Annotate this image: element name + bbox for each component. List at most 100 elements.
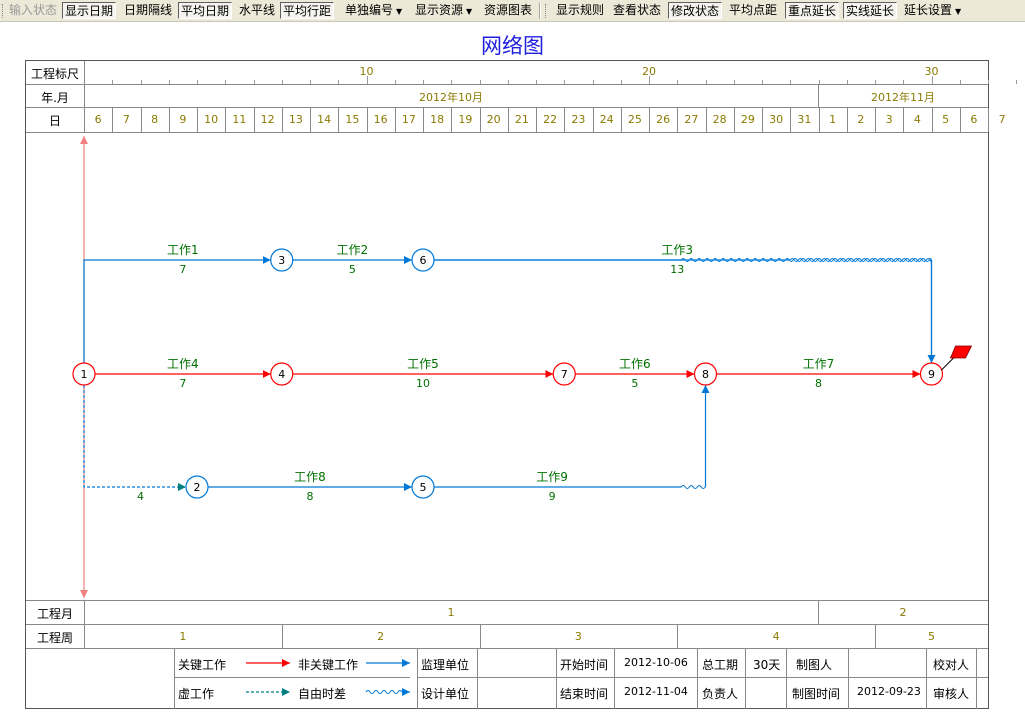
day-cell: 26 bbox=[656, 113, 671, 126]
scale-tick bbox=[281, 80, 283, 84]
node-label: 2 bbox=[194, 481, 201, 494]
scale-tick bbox=[168, 80, 170, 84]
end-time-label: 结束时间 bbox=[560, 687, 609, 701]
scale-tick bbox=[762, 80, 763, 84]
day-cell: 3 bbox=[885, 113, 893, 126]
day-divider bbox=[931, 108, 933, 132]
input-state-button[interactable]: 输入状态 bbox=[9, 3, 58, 17]
day-cell: 19 bbox=[458, 113, 473, 126]
project-month-divider bbox=[818, 600, 819, 624]
scale-tick bbox=[197, 80, 198, 84]
day-divider bbox=[197, 108, 198, 132]
scale-tick bbox=[649, 76, 650, 84]
toolbar-separator bbox=[539, 3, 541, 19]
project-week-cell: 2 bbox=[377, 630, 385, 643]
draw-time-label: 制图时间 bbox=[792, 687, 841, 701]
activity-duration-label: 10 bbox=[416, 377, 430, 390]
design-label: 设计单位 bbox=[421, 687, 470, 701]
scale-tick bbox=[818, 80, 820, 84]
reviewer-label: 审核人 bbox=[933, 687, 970, 701]
view-status-button[interactable]: 查看状态 bbox=[613, 3, 662, 17]
info-divider bbox=[417, 677, 988, 678]
activity-duration-label: 13 bbox=[670, 263, 684, 276]
scale-tick-label: 10 bbox=[359, 65, 374, 78]
average-date-button[interactable]: 平均日期 bbox=[178, 2, 233, 19]
average-row-spacing-button[interactable]: 平均行距 bbox=[280, 2, 335, 19]
legend-free-float-label: 自由时差 bbox=[298, 687, 347, 701]
end-time-value: 2012-11-04 bbox=[624, 685, 688, 698]
extend-settings-label: 延长设置 bbox=[904, 3, 953, 17]
node-label: 9 bbox=[928, 368, 935, 381]
legend-dummy-label: 虚工作 bbox=[178, 687, 215, 701]
horizontal-line-button[interactable]: 水平线 bbox=[239, 3, 276, 17]
key-point-extend-button[interactable]: 重点延长 bbox=[785, 2, 840, 19]
scale-tick bbox=[507, 80, 509, 84]
show-date-button[interactable]: 显示日期 bbox=[62, 2, 117, 19]
activity-duration-label: 5 bbox=[349, 263, 356, 276]
day-cell: 29 bbox=[740, 113, 755, 126]
toolbar: 输入状态 显示日期 日期隔线 平均日期 水平线 平均行距 单独编号▼ 显示资源▼… bbox=[0, 0, 1025, 22]
day-divider bbox=[705, 108, 707, 132]
day-divider bbox=[762, 108, 763, 132]
project-week-divider bbox=[875, 624, 876, 648]
scale-tick bbox=[310, 80, 311, 84]
toolbar-grip[interactable] bbox=[2, 4, 6, 18]
header-divider bbox=[26, 132, 988, 133]
node-circle bbox=[185, 475, 209, 499]
dummy-duration-label: 4 bbox=[137, 490, 144, 503]
node-circle bbox=[270, 248, 294, 272]
project-month-cell: 1 bbox=[447, 606, 455, 619]
legend-divider bbox=[174, 677, 410, 678]
resource-chart-button[interactable]: 资源图表 bbox=[484, 3, 533, 17]
day-divider bbox=[959, 108, 961, 132]
scale-tick bbox=[903, 80, 905, 84]
scale-tick bbox=[536, 80, 537, 84]
average-point-spacing-button[interactable]: 平均点距 bbox=[729, 3, 778, 17]
toolbar-grip[interactable] bbox=[545, 4, 549, 18]
day-divider bbox=[564, 108, 566, 132]
scale-tick bbox=[959, 80, 961, 84]
month-cell: 2012年10月 bbox=[419, 91, 483, 104]
modify-status-button[interactable]: 修改状态 bbox=[668, 2, 723, 19]
legend-free-float-sample bbox=[365, 690, 403, 694]
project-week-cell: 4 bbox=[772, 630, 780, 643]
chevron-down-icon: ▼ bbox=[955, 7, 962, 16]
day-divider bbox=[733, 108, 735, 132]
day-cell: 12 bbox=[260, 113, 275, 126]
activity-name-label: 工作3 bbox=[661, 243, 693, 257]
node-circle bbox=[411, 475, 435, 499]
single-numbering-dropdown[interactable]: 单独编号▼ bbox=[343, 2, 404, 19]
info-divider bbox=[417, 649, 418, 709]
free-float-wave bbox=[789, 258, 932, 262]
day-divider bbox=[479, 108, 481, 132]
node-label: 8 bbox=[702, 368, 709, 381]
node-circle bbox=[552, 362, 576, 386]
scale-tick bbox=[140, 80, 142, 84]
day-divider bbox=[168, 108, 170, 132]
legend-divider bbox=[174, 649, 175, 709]
scale-tick bbox=[394, 80, 396, 84]
day-cell: 10 bbox=[204, 113, 219, 126]
day-divider bbox=[140, 108, 142, 132]
single-numbering-label: 单独编号 bbox=[345, 3, 394, 17]
show-resource-dropdown[interactable]: 显示资源▼ bbox=[413, 2, 474, 19]
header-divider bbox=[26, 107, 988, 108]
solid-line-extend-button[interactable]: 实线延长 bbox=[843, 2, 898, 19]
day-divider bbox=[310, 108, 311, 132]
day-cell: 18 bbox=[430, 113, 445, 126]
scale-tick bbox=[592, 80, 594, 84]
node-label: 4 bbox=[278, 368, 285, 381]
day-cell: 28 bbox=[712, 113, 727, 126]
info-divider bbox=[786, 649, 787, 709]
scale-tick bbox=[423, 80, 424, 84]
scale-tick-label: 30 bbox=[924, 65, 939, 78]
date-gridline-button[interactable]: 日期隔线 bbox=[124, 3, 173, 17]
show-rules-button[interactable]: 显示规则 bbox=[556, 3, 605, 17]
scale-tick bbox=[931, 76, 933, 84]
dummy-activity-arrow bbox=[83, 385, 186, 491]
extend-settings-dropdown[interactable]: 延长设置▼ bbox=[902, 2, 963, 19]
scale-tick bbox=[677, 80, 679, 84]
activity-name-label: 工作4 bbox=[167, 357, 199, 371]
day-divider bbox=[677, 108, 679, 132]
